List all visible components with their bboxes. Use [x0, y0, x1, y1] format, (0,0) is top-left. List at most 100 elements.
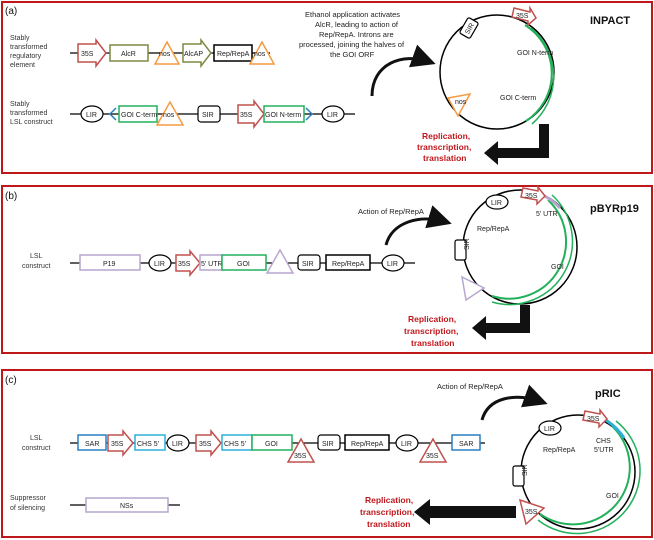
- promoter-35s-2: 35S: [195, 428, 222, 458]
- gene-rep-repa: Rep/RepA: [213, 44, 253, 62]
- svg-text:5' UTR: 5' UTR: [201, 261, 223, 268]
- terminator-35s: 35S: [286, 437, 316, 463]
- svg-text:construct: construct: [22, 445, 50, 452]
- svg-text:AlcR, leading to action of: AlcR, leading to action of: [315, 20, 399, 29]
- svg-text:transcription,: transcription,: [404, 326, 458, 336]
- svg-text:LSL: LSL: [30, 435, 43, 442]
- svg-text:35S: 35S: [516, 13, 529, 20]
- panel-frame: [1, 185, 653, 354]
- goi-c-term: GOI C-term: [118, 105, 158, 123]
- chs-5-2: CHS 5': [221, 434, 253, 451]
- svg-text:Replication,: Replication,: [408, 314, 456, 324]
- panel-frame: [1, 1, 653, 174]
- svg-text:35S: 35S: [294, 453, 307, 460]
- row-label-lsl: LSL construct: [22, 253, 50, 270]
- rep-repa-label: Rep/RepA: [477, 226, 510, 233]
- svg-text:GOI: GOI: [265, 441, 278, 448]
- result-text: Replication, transcription, translation: [360, 495, 414, 529]
- svg-text:regulatory: regulatory: [10, 53, 42, 60]
- svg-text:SIR: SIR: [302, 261, 314, 268]
- goi-n-term-label: GOI N-term: [517, 50, 553, 57]
- lir-element-2: LIR: [321, 105, 345, 123]
- construct-suppressor: NSs: [70, 497, 180, 513]
- svg-text:GOI: GOI: [237, 261, 250, 268]
- result-text: Replication, transcription, translation: [417, 131, 471, 163]
- svg-text:SIR: SIR: [322, 441, 334, 448]
- sir-element: SIR: [197, 105, 221, 123]
- svg-text:35S: 35S: [525, 193, 538, 200]
- svg-text:35S: 35S: [426, 453, 439, 460]
- svg-text:CHS 5': CHS 5': [137, 441, 159, 448]
- sir-on-circle: SIR: [454, 238, 471, 261]
- annotation-text: Action of Rep/RepA: [358, 207, 424, 216]
- svg-text:LIR: LIR: [86, 112, 97, 119]
- curved-arrow: [370, 44, 436, 97]
- terminator-nos-lsl: nos: [155, 100, 185, 126]
- svg-text:SIR: SIR: [202, 112, 214, 119]
- goi-label: GOI: [606, 493, 619, 500]
- panel-frame: [1, 369, 653, 538]
- result-arrow: [472, 305, 530, 340]
- construct-lsl-c: SAR 35S CHS 5' LIR 35S CHS 5': [70, 428, 485, 463]
- circular-vector-inpact: SIR 35S GOI N-term GOI C-term nos: [439, 5, 555, 130]
- svg-text:35S: 35S: [587, 416, 600, 423]
- svg-text:nos: nos: [455, 99, 467, 106]
- svg-text:nos: nos: [163, 112, 175, 119]
- svg-text:Suppressor: Suppressor: [10, 495, 46, 502]
- utr-label: 5' UTR: [536, 211, 558, 218]
- annotation-text: Ethanol application activates AlcR, lead…: [299, 10, 405, 59]
- construct-lsl-b: P19 LIR 35S 5' UTR GOI SIR: [70, 248, 415, 278]
- svg-text:P19: P19: [103, 261, 116, 268]
- lir-element-2: LIR: [395, 434, 419, 452]
- terminator-triangle: [265, 248, 295, 274]
- rep-repa-label: Rep/RepA: [543, 447, 576, 454]
- sar-element: SAR: [77, 434, 107, 451]
- terminator-35s-on-circle: 35S: [518, 498, 546, 526]
- panel-title: pRIC: [595, 388, 621, 400]
- circular-vector-pbyrp19: LIR 35S 5' UTR Rep/RepA SIR GOI: [454, 184, 578, 306]
- svg-text:Rep/RepA: Rep/RepA: [217, 51, 250, 58]
- row-label-suppressor: Suppressor of silencing: [10, 495, 46, 512]
- sar-element-2: SAR: [451, 434, 481, 451]
- svg-text:GOI N-term: GOI N-term: [265, 112, 301, 119]
- svg-text:transcription,: transcription,: [360, 507, 414, 517]
- utr-label: 5'UTR: [594, 447, 614, 454]
- svg-text:LIR: LIR: [544, 426, 555, 433]
- curved-arrow: [480, 384, 548, 421]
- promoter-35s-on-circle: 35S: [520, 184, 546, 206]
- construct-lsl: LIR GOI C-term nos SIR 35S GOI N-term: [70, 98, 355, 130]
- svg-text:GOI C-term: GOI C-term: [121, 112, 157, 119]
- panel-letter: (c): [5, 375, 17, 386]
- svg-text:Stably: Stably: [10, 35, 30, 42]
- panel-pric: (c) pRIC LSL construct Suppressor of sil…: [1, 369, 653, 538]
- panel-inpact: (a) INPACT Stably transformed regulatory…: [1, 1, 653, 174]
- svg-text:nos: nos: [159, 51, 171, 58]
- svg-text:AlcAP: AlcAP: [184, 51, 203, 58]
- terminator-nos-2: nos: [248, 40, 276, 65]
- svg-text:LIR: LIR: [154, 261, 165, 268]
- svg-text:SIR: SIR: [464, 238, 471, 250]
- goi-c-term-label: GOI C-term: [500, 95, 536, 102]
- row-label-regulatory: Stably transformed regulatory element: [10, 35, 47, 69]
- lir-element: LIR: [80, 105, 104, 123]
- promoter-35s: 35S: [175, 248, 201, 278]
- annotation-text: Action of Rep/RepA: [437, 382, 503, 391]
- svg-text:35S: 35S: [111, 441, 124, 448]
- svg-text:the GOI ORF: the GOI ORF: [330, 50, 375, 59]
- svg-text:Rep/RepA: Rep/RepA: [351, 441, 384, 448]
- gene-alcr: AlcR: [109, 44, 149, 62]
- svg-text:35S: 35S: [525, 509, 538, 516]
- gene-goi: GOI: [251, 434, 293, 451]
- lir-element-2: LIR: [381, 254, 405, 272]
- chs-label: CHS: [596, 438, 611, 445]
- gene-goi: GOI: [221, 254, 267, 271]
- row-label-lsl: LSL construct: [22, 435, 50, 452]
- svg-text:Rep/RepA: Rep/RepA: [332, 261, 365, 268]
- svg-text:translation: translation: [367, 519, 410, 529]
- svg-text:LIR: LIR: [327, 112, 338, 119]
- svg-text:LSL construct: LSL construct: [10, 119, 53, 126]
- svg-text:element: element: [10, 62, 35, 69]
- svg-text:LSL: LSL: [30, 253, 43, 260]
- svg-text:LIR: LIR: [172, 441, 183, 448]
- svg-text:LIR: LIR: [491, 200, 502, 207]
